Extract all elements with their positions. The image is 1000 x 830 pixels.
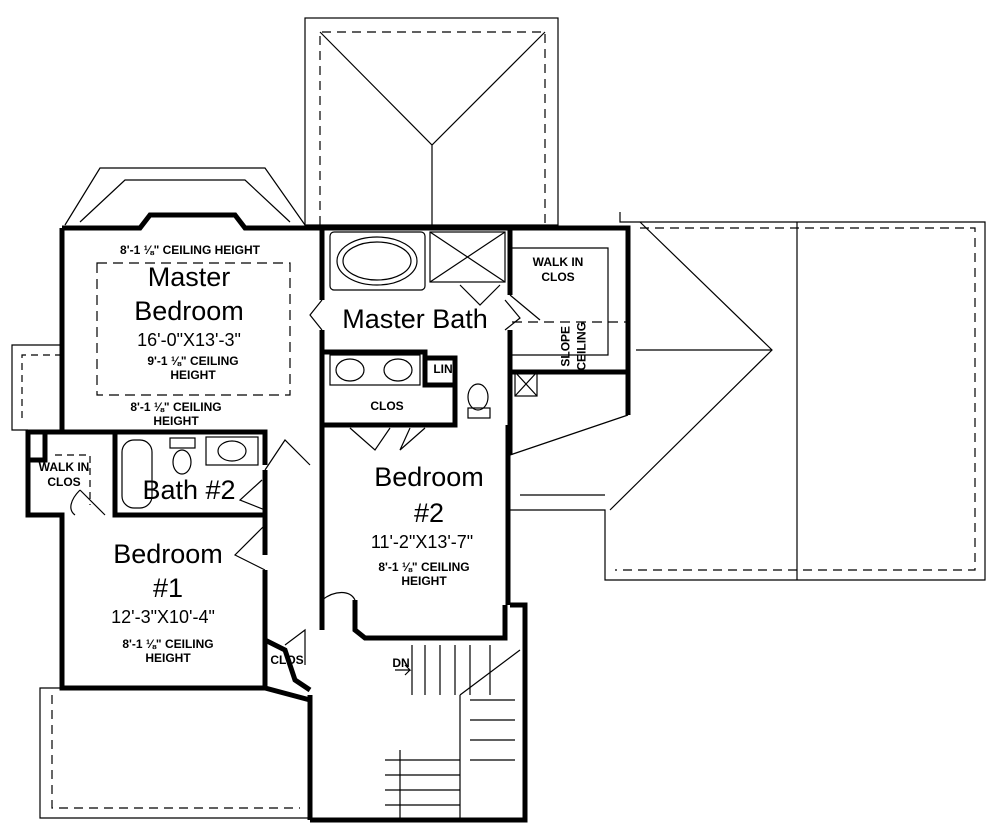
slope-ceiling-label-2: CEILING — [574, 321, 589, 371]
walk-in-closet-right-1: WALK IN — [532, 255, 584, 269]
bedroom2-name-2: #2 — [413, 498, 445, 528]
bedroom1-name-1: Bedroom — [113, 539, 223, 569]
bedroom1-ceiling-2: HEIGHT — [145, 651, 191, 665]
walk-in-closet-left-1: WALK IN — [38, 460, 90, 474]
bedroom2-ceiling-1: 8'-1 ⅛" CEILING — [378, 560, 470, 574]
master-bedroom-ceiling-bottom-1: 8'-1 ⅛" CEILING — [130, 400, 222, 414]
master-bedroom-ceiling-center-2: HEIGHT — [170, 368, 216, 382]
master-closet-label: CLOS — [370, 399, 404, 413]
master-bedroom-name-2: Bedroom — [134, 296, 244, 326]
master-bedroom-dimensions: 16'-0"X13'-3" — [137, 330, 241, 350]
master-bedroom-ceiling-bottom-2: HEIGHT — [153, 414, 199, 428]
walk-in-closet-right-2: CLOS — [541, 270, 575, 284]
walk-in-closet-left-2: CLOS — [47, 475, 81, 489]
bath2-name: Bath #2 — [142, 475, 236, 505]
stairs-down-label: DN — [392, 656, 410, 670]
roof-outlines — [11, 17, 986, 820]
slope-ceiling-label-1: SLOPE — [558, 325, 573, 367]
linen-label: LIN — [433, 362, 453, 376]
bedroom1-ceiling-1: 8'-1 ⅛" CEILING — [122, 637, 214, 651]
bedroom1-dimensions: 12'-3"X10'-4" — [111, 607, 215, 627]
master-bedroom-name-1: Master — [147, 262, 231, 292]
walls — [25, 212, 631, 823]
bedroom1-closet-label: CLOS — [270, 653, 304, 667]
master-bath-name: Master Bath — [342, 304, 488, 334]
master-bedroom-ceiling-top: 8'-1 ⅛" CEILING HEIGHT — [120, 243, 260, 257]
bedroom2-ceiling-2: HEIGHT — [401, 574, 447, 588]
bedroom2-dimensions: 11'-2"X13'-7" — [370, 532, 474, 552]
bedroom2-name-1: Bedroom — [374, 462, 484, 492]
bedroom1-name-2: #1 — [152, 573, 184, 603]
master-bedroom-ceiling-center-1: 9'-1 ⅛" CEILING — [147, 354, 239, 368]
